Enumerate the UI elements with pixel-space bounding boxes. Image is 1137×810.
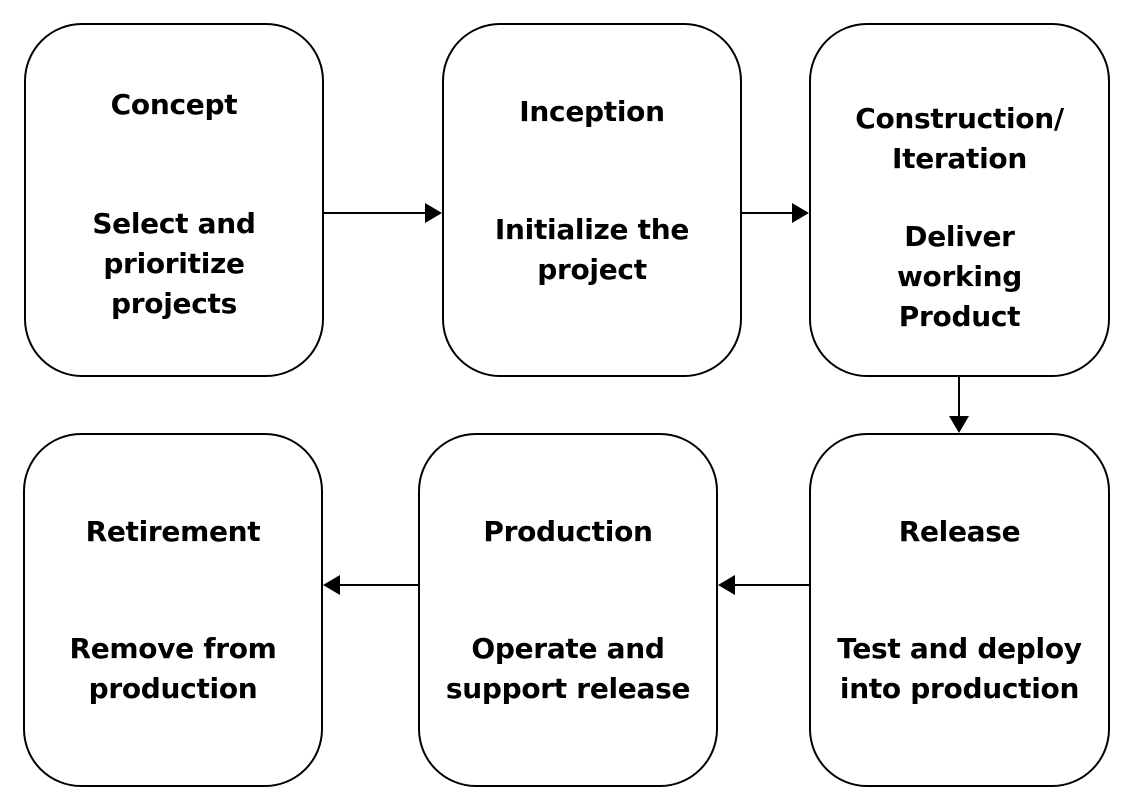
stage-description: Deliver working Product (896, 220, 1022, 333)
arrow-concept-to-inception (324, 203, 442, 223)
arrow-release-to-production (718, 575, 809, 595)
arrow-production-to-retirement (323, 575, 418, 595)
stage-production: Production Operate and support release (418, 433, 718, 787)
stage-title: Release (898, 515, 1021, 548)
stage-description: Operate and support release (445, 632, 691, 705)
stage-description: Select and prioritize projects (92, 207, 256, 320)
stage-title: Retirement (85, 515, 261, 548)
stage-description: Initialize the project (494, 213, 690, 286)
stage-construction: Construction/ Iteration Deliver working … (809, 23, 1110, 377)
arrow-inception-to-construction (742, 203, 809, 223)
stage-title: Inception (519, 95, 665, 128)
stage-retirement: Retirement Remove from production (23, 433, 323, 787)
stage-description: Test and deploy into production (837, 632, 1082, 705)
arrow-construction-to-release (949, 377, 969, 433)
stage-description: Remove from production (69, 632, 277, 705)
stage-concept: Concept Select and prioritize projects (24, 23, 324, 377)
stage-title: Concept (110, 88, 238, 121)
stage-title: Construction/ Iteration (855, 102, 1064, 175)
stage-release: Release Test and deploy into production (809, 433, 1110, 787)
stage-title: Production (483, 515, 653, 548)
stage-inception: Inception Initialize the project (442, 23, 742, 377)
